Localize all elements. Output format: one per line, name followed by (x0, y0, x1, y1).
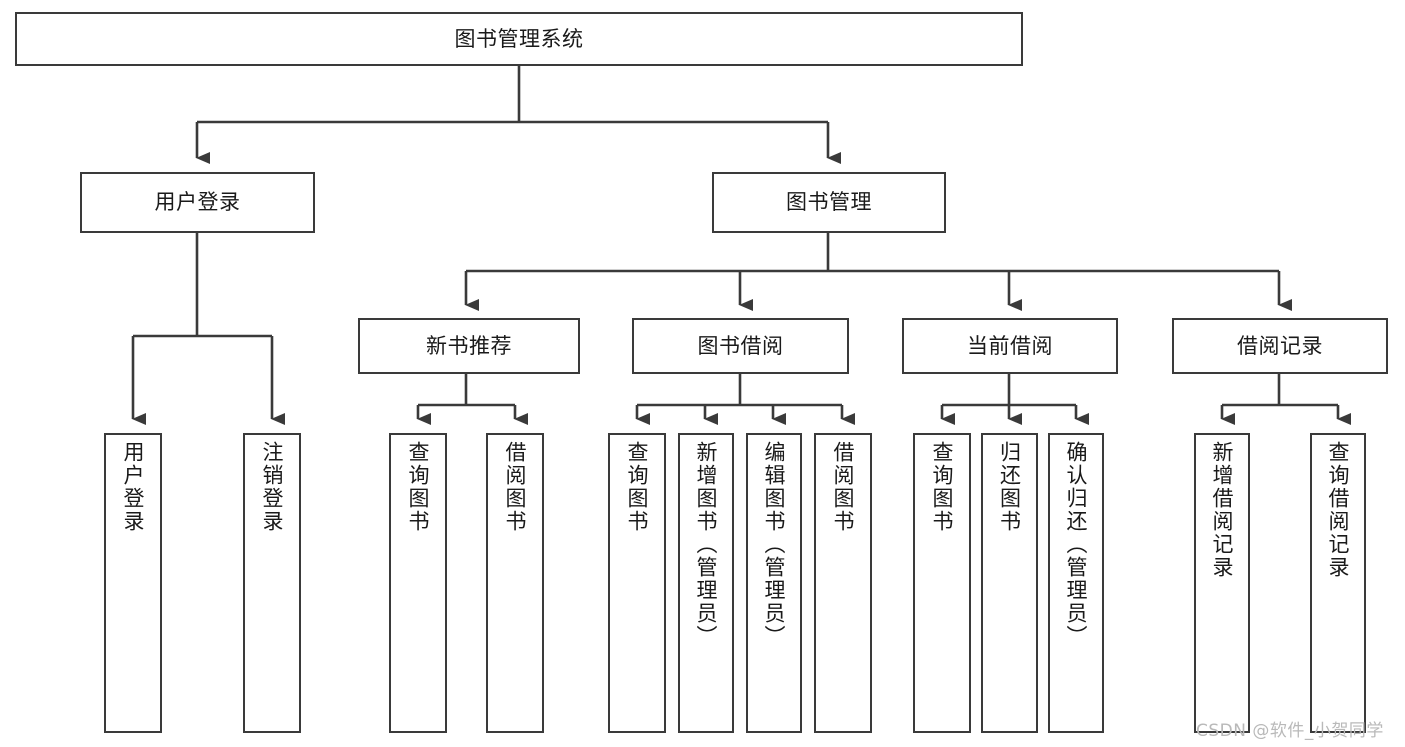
node-label: 图书管理 (786, 190, 872, 215)
leaf-borrow-record-query-record[interactable]: 查询借阅记录 (1310, 433, 1366, 733)
node-label: 用户登录 (121, 441, 146, 533)
node-label: 用户登录 (154, 190, 241, 215)
node-label: 编辑图书（管理员） (762, 441, 787, 648)
leaf-user-login-login[interactable]: 用户登录 (104, 433, 162, 733)
leaf-user-login-logout[interactable]: 注销登录 (243, 433, 301, 733)
leaf-book-borrow-borrow-book[interactable]: 借阅图书 (814, 433, 872, 733)
node-label: 借阅图书 (503, 441, 528, 533)
node-book-borrow[interactable]: 图书借阅 (632, 318, 849, 374)
node-label: 借阅图书 (831, 441, 856, 533)
node-current-borrow[interactable]: 当前借阅 (902, 318, 1118, 374)
node-label: 确认归还（管理员） (1064, 441, 1089, 648)
node-label: 借阅记录 (1237, 333, 1323, 358)
leaf-current-borrow-query-book[interactable]: 查询图书 (913, 433, 971, 733)
leaf-book-borrow-add-book-admin[interactable]: 新增图书（管理员） (678, 433, 734, 733)
node-book-management[interactable]: 图书管理 (712, 172, 946, 233)
node-label: 新书推荐 (426, 333, 512, 358)
node-label: 归还图书 (997, 441, 1022, 533)
node-label: 查询图书 (930, 441, 955, 533)
node-label: 查询图书 (625, 441, 650, 533)
node-label: 查询借阅记录 (1326, 441, 1351, 579)
node-label: 当前借阅 (967, 333, 1053, 358)
node-label: 查询图书 (406, 441, 431, 533)
leaf-borrow-record-add-record[interactable]: 新增借阅记录 (1194, 433, 1250, 733)
leaf-new-book-query-book[interactable]: 查询图书 (389, 433, 447, 733)
node-label: 图书借阅 (697, 333, 784, 358)
node-label: 新增借阅记录 (1210, 441, 1235, 579)
leaf-current-borrow-confirm-return-admin[interactable]: 确认归还（管理员） (1048, 433, 1104, 733)
leaf-book-borrow-query-book[interactable]: 查询图书 (608, 433, 666, 733)
node-label: 注销登录 (260, 441, 285, 533)
node-label: 新增图书（管理员） (694, 441, 719, 648)
node-label: 图书管理系统 (454, 26, 584, 51)
leaf-current-borrow-return-book[interactable]: 归还图书 (981, 433, 1038, 733)
node-new-book-recommend[interactable]: 新书推荐 (358, 318, 580, 374)
node-user-login[interactable]: 用户登录 (80, 172, 315, 233)
leaf-book-borrow-edit-book-admin[interactable]: 编辑图书（管理员） (746, 433, 802, 733)
node-root-book-management-system[interactable]: 图书管理系统 (15, 12, 1023, 66)
leaf-new-book-borrow-book[interactable]: 借阅图书 (486, 433, 544, 733)
node-borrow-record[interactable]: 借阅记录 (1172, 318, 1388, 374)
